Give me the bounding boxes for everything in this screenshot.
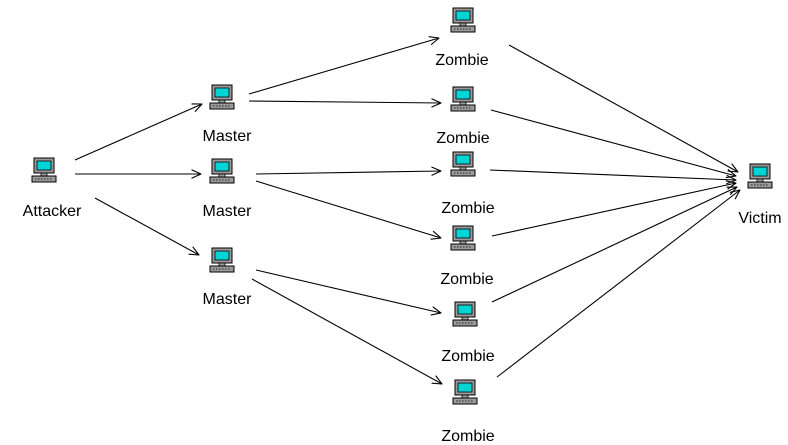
nodes-layer: AttackerMasterMasterMasterZombieZombieZo… <box>23 7 782 445</box>
node-victim: Victim <box>738 163 782 227</box>
node-label: Master <box>203 128 253 145</box>
arrowhead-icon <box>727 163 739 173</box>
computer-icon <box>452 379 478 405</box>
edge-line <box>94 197 200 256</box>
node-zombie6: Zombie <box>441 379 495 445</box>
edge-master3-to-zombie6 <box>251 278 443 385</box>
edge-master2-to-zombie3 <box>255 166 442 176</box>
edge-line <box>491 186 738 303</box>
computer-icon <box>209 247 235 273</box>
edge-zombie3-to-victim <box>489 169 737 185</box>
edge-master2-to-zombie4 <box>255 180 442 240</box>
edge-zombie5-to-victim <box>491 186 738 303</box>
arrowhead-icon <box>191 169 202 179</box>
computer-icon <box>452 301 478 327</box>
node-label: Victim <box>738 210 781 227</box>
node-label: Zombie <box>435 52 488 69</box>
node-zombie1: Zombie <box>435 7 489 69</box>
node-zombie4: Zombie <box>440 225 494 288</box>
node-attacker: Attacker <box>23 157 82 220</box>
arrowhead-icon <box>428 36 440 46</box>
node-label: Master <box>203 203 253 220</box>
edge-zombie6-to-victim <box>496 189 741 378</box>
node-zombie3: Zombie <box>441 151 495 217</box>
edge-attacker-to-master2 <box>75 169 202 179</box>
edge-line <box>255 170 442 175</box>
edge-line <box>496 189 741 378</box>
edge-line <box>508 44 739 173</box>
edge-line <box>74 103 203 161</box>
node-label: Zombie <box>441 200 494 217</box>
computer-icon <box>31 157 57 183</box>
node-label: Attacker <box>23 203 82 220</box>
arrowhead-icon <box>431 375 443 385</box>
computer-icon <box>747 163 773 189</box>
arrowhead-icon <box>726 175 737 185</box>
node-label: Zombie <box>441 348 494 365</box>
arrowhead-icon <box>729 189 741 200</box>
edge-line <box>255 269 442 314</box>
edge-zombie1-to-victim <box>508 44 739 173</box>
node-label: Zombie <box>440 271 493 288</box>
edge-line <box>248 37 440 95</box>
edges-layer <box>74 36 741 385</box>
edge-line <box>490 109 737 177</box>
edge-line <box>248 100 442 104</box>
edge-master3-to-zombie5 <box>255 269 442 316</box>
edge-attacker-to-master1 <box>74 103 203 161</box>
edge-line <box>489 169 737 181</box>
edge-zombie2-to-victim <box>490 109 737 179</box>
arrowhead-icon <box>430 306 442 316</box>
node-zombie5: Zombie <box>441 301 495 365</box>
node-zombie2: Zombie <box>436 86 490 147</box>
computer-icon <box>450 7 476 33</box>
edge-attacker-to-master3 <box>94 197 200 256</box>
node-label: Zombie <box>441 428 494 445</box>
computer-icon <box>450 151 476 177</box>
edge-zombie4-to-victim <box>491 180 737 237</box>
arrowhead-icon <box>430 230 442 240</box>
node-master1: Master <box>203 84 253 145</box>
edge-line <box>255 180 442 239</box>
computer-icon <box>450 225 476 251</box>
edge-master1-to-zombie1 <box>248 36 440 95</box>
computer-icon <box>209 158 235 184</box>
edge-line <box>251 278 443 385</box>
computer-icon <box>209 84 235 110</box>
node-label: Master <box>203 291 253 308</box>
arrowhead-icon <box>191 103 203 112</box>
edge-master1-to-zombie2 <box>248 98 442 108</box>
edge-line <box>491 182 737 237</box>
arrowhead-icon <box>431 98 442 108</box>
node-label: Zombie <box>436 130 489 147</box>
arrowhead-icon <box>431 166 442 176</box>
node-master3: Master <box>203 247 253 308</box>
computer-icon <box>450 86 476 112</box>
arrowhead-icon <box>188 246 200 256</box>
node-master2: Master <box>203 158 253 220</box>
